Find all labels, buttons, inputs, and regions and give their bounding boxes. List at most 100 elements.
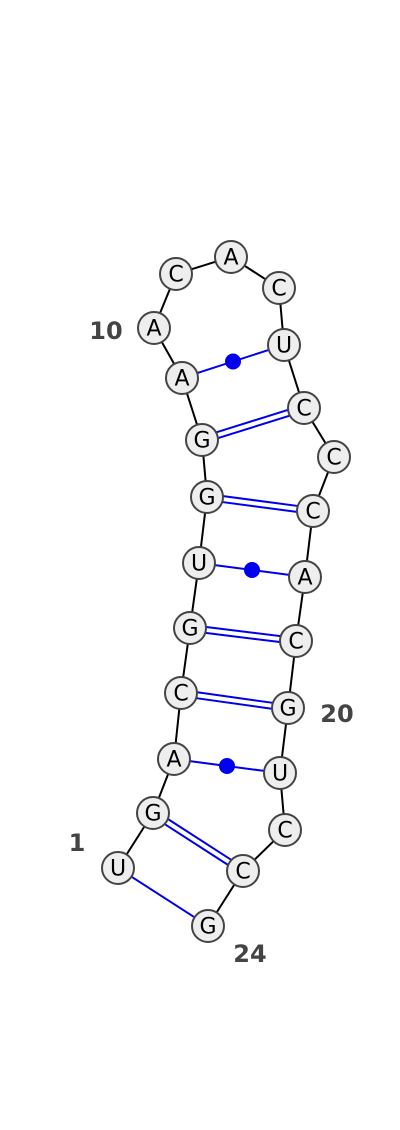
nucleotide-circle	[182, 546, 216, 580]
base-pairs-layer	[130, 348, 298, 919]
backbone-segment-10-11	[159, 288, 171, 314]
nucleotide-17: C	[296, 494, 330, 528]
nucleotide-circle	[271, 691, 305, 725]
nucleotide-12: A	[214, 240, 248, 274]
base-pair-3-21	[189, 758, 265, 774]
nucleotide-circle	[164, 676, 198, 710]
pair-line-b	[223, 495, 298, 507]
base-pair-5-19	[205, 625, 281, 644]
position-label-20: 20	[320, 700, 353, 728]
nucleotide-2: G	[136, 796, 170, 830]
nucleotide-circle	[268, 813, 302, 847]
backbone-segment-4-5	[182, 643, 189, 678]
nucleotide-8: G	[185, 423, 219, 457]
nucleotide-letter: G	[193, 429, 210, 454]
backbone-segment-6-7	[199, 512, 207, 548]
backbone-segment-3-4	[174, 708, 181, 744]
position-label-1: 1	[69, 829, 86, 857]
nucleotide-letter: G	[144, 802, 161, 827]
pair-line	[130, 875, 196, 919]
backbone-segment-13-14	[279, 303, 284, 330]
nucleotide-circle	[137, 311, 171, 345]
nucleotide-letter: C	[271, 277, 286, 302]
nucleotide-16: C	[317, 440, 351, 474]
nucleotide-circle	[190, 480, 224, 514]
nucleotide-circle	[262, 271, 296, 305]
nucleotide-letter: A	[146, 317, 161, 342]
nucleotide-23: C	[226, 854, 260, 888]
base-pair-7-17	[222, 495, 298, 513]
nucleotide-21: U	[263, 756, 297, 790]
nucleotide-circle	[296, 494, 330, 528]
nucleotide-18: A	[288, 560, 322, 594]
backbone-layer	[125, 260, 330, 914]
base-pair-6-18	[214, 562, 290, 578]
backbone-segment-1-2	[125, 825, 146, 856]
nucleotide-circle	[191, 909, 225, 943]
backbone-segment-8-9	[185, 392, 199, 426]
nucleotide-letter: U	[272, 762, 288, 787]
pair-line-a	[196, 697, 272, 710]
nucleotide-letter: A	[166, 748, 181, 773]
nucleotide-letter: C	[168, 263, 183, 288]
nucleotide-circle	[287, 391, 321, 425]
backbone-segment-18-19	[297, 592, 304, 626]
nucleotide-letter: G	[181, 617, 198, 642]
nucleotide-letter: C	[173, 682, 188, 707]
pair-line-a	[205, 631, 280, 644]
nucleotide-letter: G	[199, 915, 216, 940]
nucleotide-10: A	[137, 311, 171, 345]
pair-line-a	[164, 823, 229, 866]
backbone-segment-22-23	[253, 840, 275, 861]
nucleotide-circle	[136, 796, 170, 830]
nucleotide-letter: U	[110, 857, 126, 882]
nucleotide-circle	[101, 851, 135, 885]
backbone-segment-14-15	[287, 359, 301, 394]
nucleotide-letter: C	[277, 819, 292, 844]
nucleotide-5: G	[173, 611, 207, 645]
nucleotide-11: C	[159, 257, 193, 291]
nucleotide-3: A	[157, 742, 191, 776]
nucleotide-letter: G	[198, 486, 215, 511]
backbone-segment-15-16	[311, 421, 327, 444]
backbone-segment-17-18	[305, 526, 313, 562]
nucleotide-letter: C	[288, 630, 303, 655]
pair-line-a	[222, 501, 297, 513]
pair-line-b	[206, 625, 281, 638]
nucleotide-24: G	[191, 909, 225, 943]
nucleotide-circle	[157, 742, 191, 776]
nucleotide-circle	[267, 328, 301, 362]
nucleotide-letter: A	[174, 367, 189, 392]
position-label-24: 24	[233, 940, 266, 968]
nucleotide-20: G	[271, 691, 305, 725]
nucleotide-letter: C	[296, 397, 311, 422]
position-label-10: 10	[89, 317, 122, 345]
nucleotide-circle	[263, 756, 297, 790]
nucleotide-circle	[317, 440, 351, 474]
nucleotide-6: U	[182, 546, 216, 580]
nucleotide-circle	[288, 560, 322, 594]
wobble-dot	[219, 758, 235, 774]
backbone-segment-19-20	[288, 656, 296, 693]
nucleotide-letter: U	[276, 334, 292, 359]
nucleotide-letter: G	[279, 697, 296, 722]
backbone-segment-12-13	[243, 264, 267, 281]
nucleotide-14: U	[267, 328, 301, 362]
base-pair-4-20	[196, 691, 273, 710]
base-pair-1-24	[130, 875, 196, 919]
nucleotide-4: C	[164, 676, 198, 710]
backbone-segment-9-10	[160, 341, 176, 365]
base-pair-2-23	[164, 818, 232, 866]
nucleotide-letter: U	[191, 552, 207, 577]
nucleotide-letter: A	[297, 566, 312, 591]
nucleotide-1: U	[101, 851, 135, 885]
backbone-segment-23-24	[215, 883, 236, 914]
nucleotide-letter: A	[223, 246, 238, 271]
pair-line-b	[167, 818, 232, 861]
backbone-segment-20-21	[280, 723, 288, 758]
nucleotide-letter: C	[305, 500, 320, 525]
nucleotide-letter: C	[326, 446, 341, 471]
